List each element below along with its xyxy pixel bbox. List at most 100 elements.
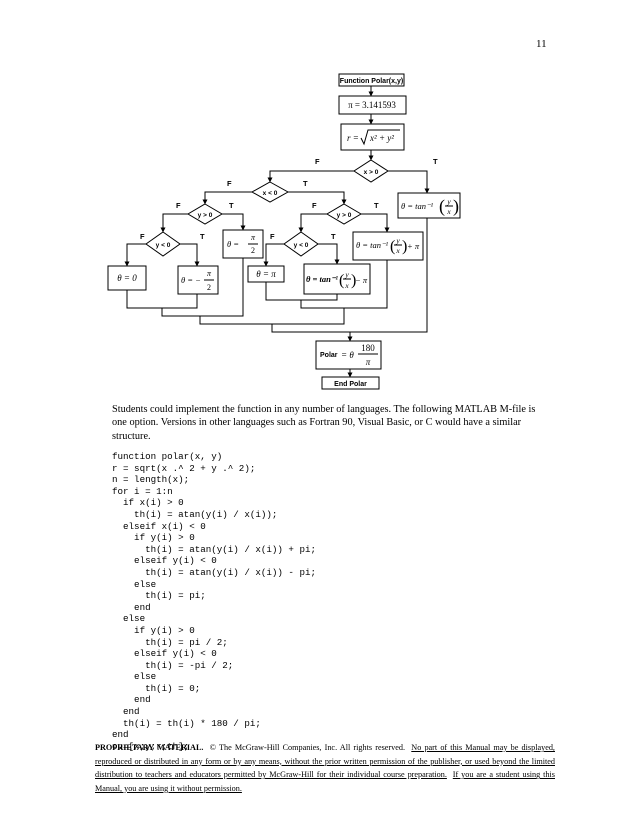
decision-y-lt-0-left-label: y < 0	[156, 242, 171, 249]
y-lt-0-left-true-label: T	[200, 232, 205, 241]
polar-den: π	[366, 357, 371, 367]
start-label: Function Polar(x,y)	[340, 78, 403, 85]
paren-open: (	[439, 196, 445, 217]
theta-zero-box	[107, 265, 147, 291]
code-line: ou=[x;y;r;th];	[112, 740, 190, 752]
code-line: if x(i) > 0	[112, 497, 184, 509]
decision-y-lt-0-left	[145, 231, 181, 257]
neg-pi-over-2-den: 2	[207, 283, 211, 292]
decision-x-gt-0	[353, 159, 389, 183]
code-line: end	[112, 694, 151, 706]
polar-num: 180	[361, 343, 375, 353]
theta-pi-over-2-lhs: θ =	[227, 239, 239, 249]
code-line: elseif y(i) < 0	[112, 555, 217, 567]
decision-x-lt-0-label: x < 0	[263, 190, 278, 197]
code-line: function polar(x, y)	[112, 451, 223, 462]
code-line: th(i) = pi;	[112, 590, 206, 602]
y-lt-0-left-false-label: F	[140, 232, 145, 241]
decision-y-gt-0-right	[326, 203, 362, 225]
r-compute-box	[340, 123, 405, 151]
footer-student-note: If you are a student using this Manual, …	[95, 770, 555, 793]
code-line: th(i) = -pi / 2;	[112, 659, 234, 671]
code-line: if y(i) > 0	[112, 532, 195, 544]
code-line: r = sqrt(x .^ 2 + y .^ 2);	[112, 462, 256, 474]
x-lt-0-true-label: T	[303, 179, 308, 188]
theta-zero-label: θ = 0	[117, 273, 137, 283]
code-line: th(i) = th(i) * 180 / pi;	[112, 717, 261, 729]
minus-pi: − π	[355, 275, 368, 285]
code-line: th(i) = 0;	[112, 682, 201, 694]
code-line: th(i) = atan(y(i) / x(i));	[112, 508, 278, 520]
footer-copyright: © The McGraw-Hill Companies, Inc. All ri…	[209, 743, 405, 752]
ratio-den-2: x	[395, 246, 400, 255]
code-line: for i = 1:n	[112, 485, 173, 497]
ratio-den-3: x	[344, 281, 349, 290]
code-line: n = length(x);	[112, 474, 190, 486]
polar-convert-box	[315, 340, 382, 370]
ratio-den: x	[446, 207, 451, 216]
code-line: elseif x(i) < 0	[112, 520, 206, 532]
x-lt-0-false-label: F	[227, 179, 232, 188]
paren-close: )	[453, 196, 459, 217]
decision-y-gt-0-right-label: y > 0	[337, 212, 352, 219]
code-line: end	[112, 706, 140, 718]
y-gt-0-left-true-label: T	[229, 201, 234, 210]
end-terminal	[321, 376, 380, 390]
decision-x-lt-0	[250, 181, 290, 203]
ratio-num: y	[446, 197, 451, 206]
code-line: th(i) = pi / 2;	[112, 636, 228, 648]
pi-over-2-den: 2	[251, 246, 255, 255]
theta-pi-label: θ = π	[256, 269, 276, 279]
decision-y-lt-0-right-label: y < 0	[294, 242, 309, 249]
r-lhs: r =	[347, 133, 359, 143]
end-label: End Polar	[334, 381, 367, 388]
code-line: if y(i) > 0	[112, 624, 195, 636]
footer-title: PROPRIETARY MATERIAL.	[95, 743, 204, 752]
polar-label: Polar	[320, 352, 338, 359]
theta-pi-box	[247, 265, 285, 283]
matlab-code-block: function polar(x, y)r = sqrt(x .^ 2 + y …	[112, 451, 316, 752]
ratio-num-3: y	[344, 270, 349, 279]
paren-close-3: )	[351, 272, 356, 289]
code-line: th(i) = atan(y(i) / x(i)) + pi;	[112, 543, 316, 555]
r-rhs: x² + y²	[369, 133, 394, 143]
decision-y-gt-0-left	[187, 203, 223, 225]
decision-y-lt-0-right	[283, 231, 319, 257]
start-terminal	[338, 73, 405, 87]
pi-over-2-num: π	[251, 233, 256, 242]
footer-notice: PROPRIETARY MATERIAL. © The McGraw-Hill …	[95, 741, 555, 795]
code-line: else	[112, 578, 157, 590]
paren-open-3: (	[339, 272, 344, 289]
y-lt-0-right-true-label: T	[331, 232, 336, 241]
pi-assign-label: π = 3.141593	[348, 100, 396, 110]
theta-atan-plus-pi-box	[352, 231, 424, 261]
code-line: else	[112, 613, 146, 625]
theta-atan-minus-pi-box	[303, 263, 371, 295]
pi-assign-box	[338, 95, 407, 115]
decision-y-gt-0-left-label: y > 0	[198, 212, 213, 219]
ratio-num-2: y	[395, 236, 400, 245]
paren-close-2: )	[402, 238, 407, 255]
polar-flowchart: Function Polar(x,y) π = 3.141593 r = x² …	[107, 73, 461, 390]
neg-pi-over-2-num: π	[207, 269, 212, 278]
paren-open-2: (	[390, 238, 395, 255]
polar-eq: = θ	[341, 350, 354, 360]
theta-atan-minus-pi-label: θ = tan⁻¹	[306, 274, 338, 284]
x-gt-0-true-label: T	[433, 157, 438, 166]
y-lt-0-right-false-label: F	[270, 232, 275, 241]
theta-atan-label: θ = tan⁻¹	[401, 201, 434, 211]
code-line: else	[112, 671, 157, 683]
x-gt-0-false-label: F	[315, 157, 320, 166]
code-line: end	[112, 729, 129, 741]
y-gt-0-right-true-label: T	[374, 201, 379, 210]
code-line: elseif y(i) < 0	[112, 648, 217, 660]
y-gt-0-left-false-label: F	[176, 201, 181, 210]
theta-atan-plus-pi-label: θ = tan⁻¹	[356, 240, 389, 250]
code-line: th(i) = atan(y(i) / x(i)) - pi;	[112, 566, 316, 578]
sqrt-sign	[360, 129, 400, 146]
y-gt-0-right-false-label: F	[312, 201, 317, 210]
plus-pi: + π	[407, 241, 420, 251]
footer-restriction: No part of this Manual may be displayed,…	[95, 743, 555, 780]
theta-neg-pi-over-2-lhs: θ = −	[181, 275, 201, 285]
code-line: end	[112, 601, 151, 613]
